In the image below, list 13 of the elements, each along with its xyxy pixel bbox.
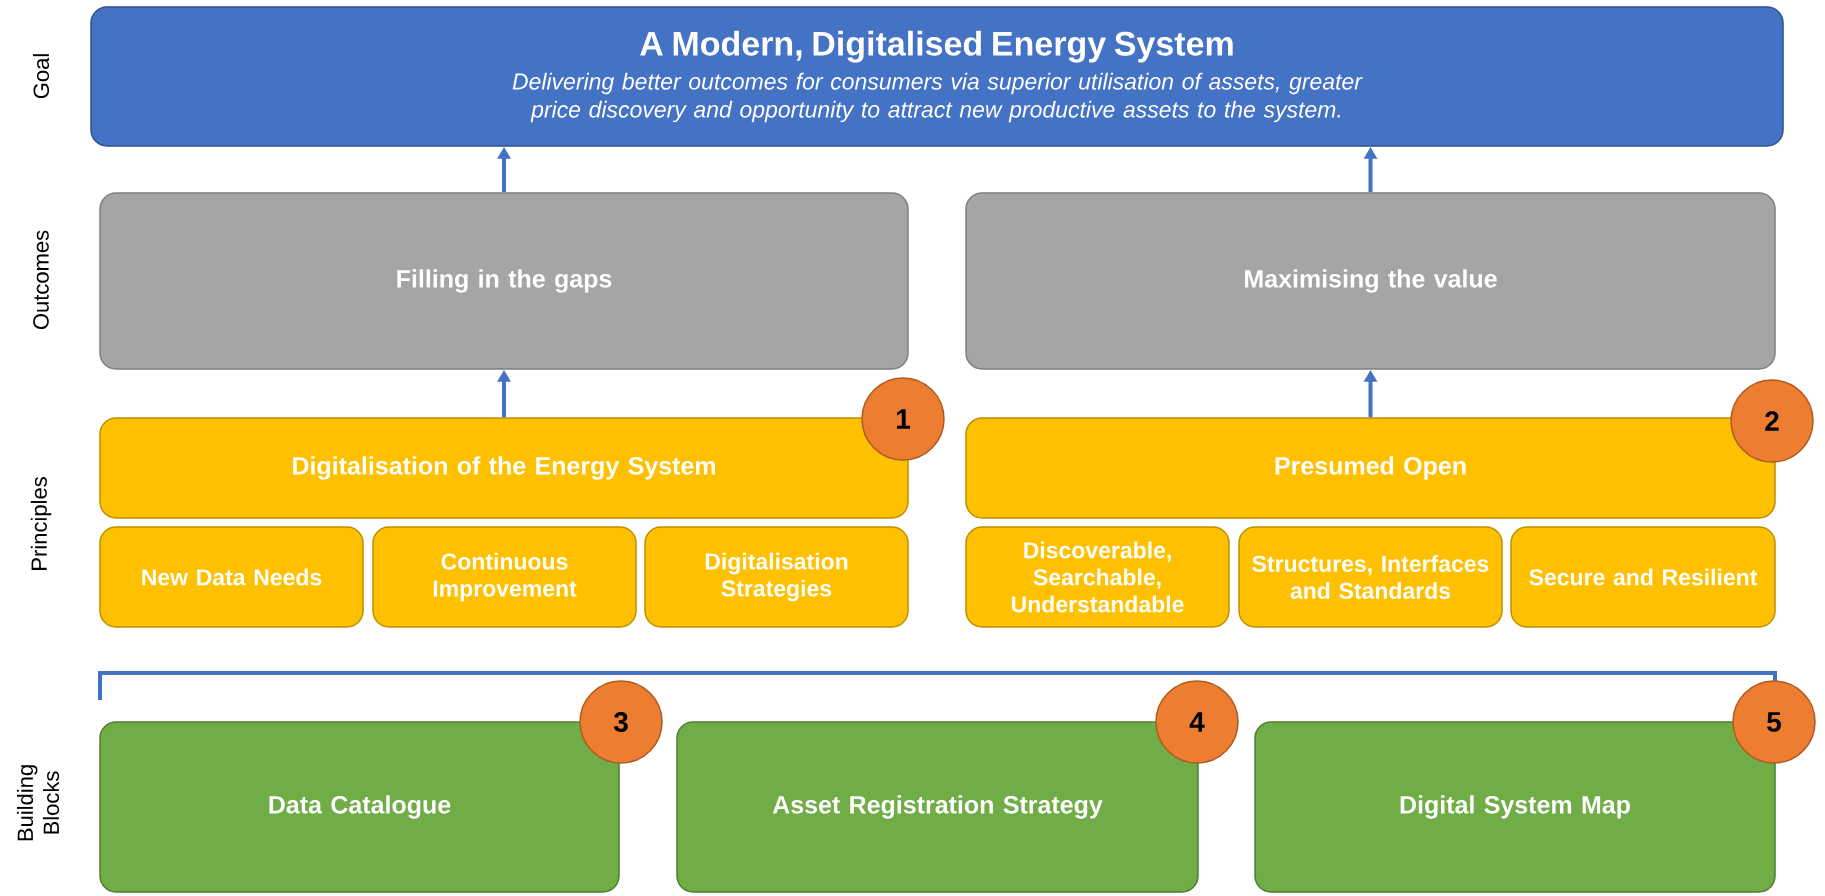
principle-box: Secure and Resilient [1510,526,1776,628]
row-label: Goal [32,54,50,99]
principle-box: Discoverable, Searchable, Understandable [965,526,1230,628]
principle-box: Digitalisation Strategies [644,526,909,628]
principle-box: Continuous Improvement [372,526,637,628]
goal-box: A Modern, Digitalised Energy System Delivering better outcomes for consumers via superior utilisation of assets, greater price discovery and opportunity to attract new productive assets to the system. [90,6,1784,147]
row-label: Building Blocks [16,765,60,841]
outcome-box: Filling in the gaps [99,192,909,370]
outcome-box: Maximising the value [965,192,1776,370]
principle-box: Structures, Interfaces and Standards [1238,526,1503,628]
row-label: Outcomes [33,230,49,330]
principle-box: New Data Needs [99,526,364,628]
row-label: Principles [30,477,52,570]
